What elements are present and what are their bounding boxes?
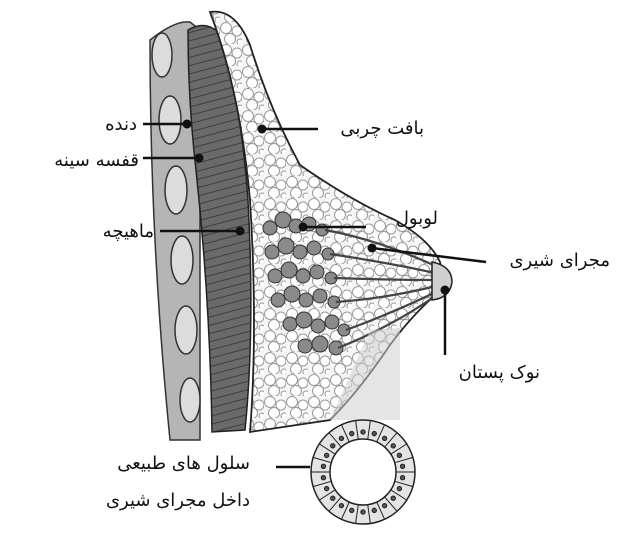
- cell-nucleus: [382, 503, 386, 507]
- nipple-dot: [441, 286, 450, 295]
- label-chest-wall: قفسه سینه: [0, 152, 139, 170]
- lobule-dot: [299, 223, 308, 232]
- cell-nucleus: [391, 496, 395, 500]
- cell-nucleus: [361, 430, 365, 434]
- cell-nucleus: [361, 510, 365, 514]
- label-milk-duct: مجرای شیری: [490, 252, 610, 270]
- label-duct-cells-line1: سلول های طبیعی: [70, 455, 250, 473]
- cell-nucleus: [391, 444, 395, 448]
- rib-shape: [175, 306, 197, 354]
- label-lobule: لوبول: [370, 210, 438, 228]
- duct-cross-section: [311, 420, 415, 524]
- muscle-dot: [236, 227, 245, 236]
- rib-shape: [180, 378, 200, 422]
- cell-nucleus: [324, 486, 328, 490]
- cell-nucleus: [397, 486, 401, 490]
- label-nipple: نوک پستان: [420, 364, 540, 382]
- cell-nucleus: [350, 508, 354, 512]
- cell-nucleus: [350, 431, 354, 435]
- cell-nucleus: [331, 496, 335, 500]
- label-fatty-tissue: بافت چربی: [324, 120, 424, 138]
- rib-shape: [152, 33, 172, 77]
- cell-nucleus: [400, 475, 404, 479]
- cell-nucleus: [382, 436, 386, 440]
- cell-nucleus: [321, 475, 325, 479]
- rib-shape: [171, 236, 193, 284]
- nipple-shape: [432, 262, 452, 300]
- cell-nucleus: [339, 503, 343, 507]
- cell-nucleus: [331, 444, 335, 448]
- cell-nucleus: [400, 464, 404, 468]
- rib-shape: [159, 96, 181, 144]
- chest-wall-dot: [195, 154, 204, 163]
- cell-nucleus: [339, 436, 343, 440]
- milk-duct-dot: [368, 244, 377, 253]
- label-rib: دنده: [95, 116, 137, 134]
- cell-nucleus: [397, 453, 401, 457]
- cell-nucleus: [372, 431, 376, 435]
- fatty-tissue-dot: [258, 125, 267, 134]
- label-duct-cells-line2: داخل مجرای شیری: [50, 492, 250, 510]
- rib-shape: [165, 166, 187, 214]
- cell-nucleus: [324, 453, 328, 457]
- cell-nucleus: [372, 508, 376, 512]
- cell-nucleus: [321, 464, 325, 468]
- label-muscle: ماهیچه: [60, 223, 154, 241]
- rib-dot: [183, 120, 192, 129]
